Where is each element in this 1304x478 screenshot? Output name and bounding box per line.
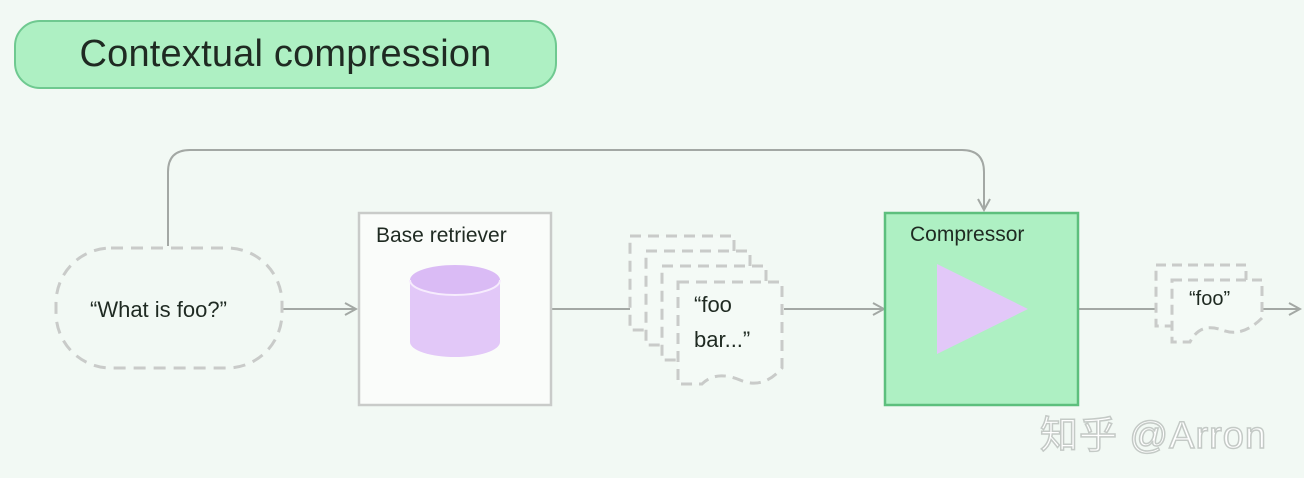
loop-connector [167, 149, 984, 246]
watermark: 知乎 @Arron [1039, 414, 1268, 458]
query-node [54, 246, 284, 370]
retrieved-docs-stack [628, 234, 784, 386]
database-icon [409, 265, 501, 357]
play-triangle-icon [937, 264, 1028, 354]
output-docs-stack [1154, 263, 1264, 344]
query-text: “What is foo?” [90, 297, 227, 322]
base-retriever-label: Base retriever [376, 224, 507, 247]
compressed-output-text: “foo” [1189, 288, 1231, 310]
diagram-title: Contextual compression [14, 20, 557, 89]
retrieved-doc-text-line1: “foo [694, 292, 732, 317]
retrieved-doc-text-line2: bar...” [694, 327, 751, 352]
compressor-label: Compressor [910, 223, 1025, 246]
